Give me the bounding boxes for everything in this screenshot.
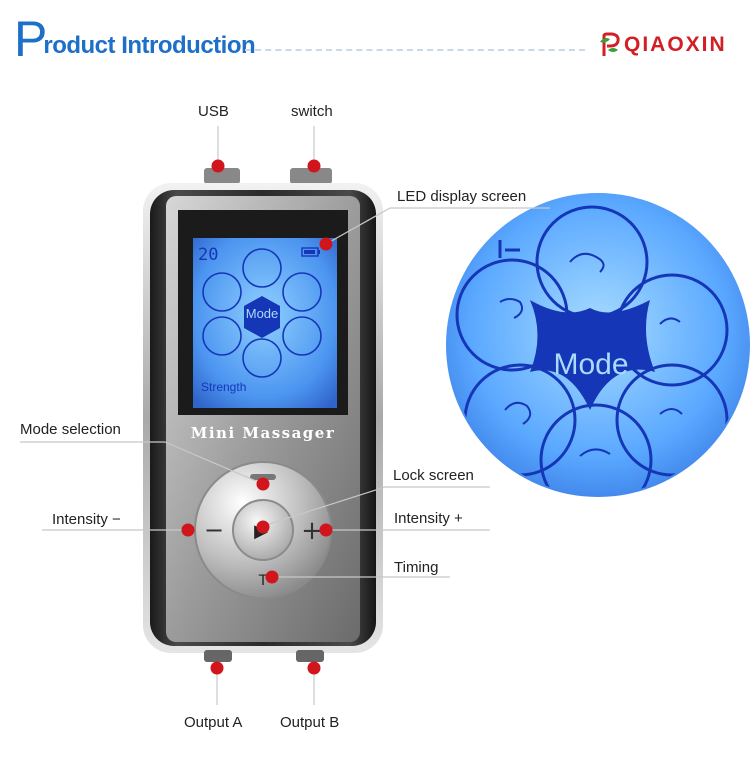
- callout-dot-led: [319, 237, 333, 251]
- led-screen-label: LED display screen: [397, 188, 527, 205]
- output-a-port[interactable]: [204, 650, 232, 662]
- intensity-minus-button[interactable]: −: [204, 516, 224, 544]
- usb-port[interactable]: [204, 168, 240, 184]
- lock-screen-label: Lock screen: [393, 467, 474, 484]
- output-b-label: Output B: [280, 714, 340, 731]
- intensity-minus-label: Intensity −: [52, 511, 121, 528]
- timing-button[interactable]: T: [258, 573, 268, 589]
- switch-label: switch: [291, 103, 333, 120]
- page-title-text: roduct Introduction: [43, 32, 256, 59]
- output-b-port[interactable]: [296, 650, 324, 662]
- brand-name: QIAOXIN: [624, 33, 727, 56]
- lcd-flower-icons: [202, 248, 322, 378]
- callout-dot-intensity-plus: [319, 523, 333, 537]
- mode-selection-button[interactable]: [250, 474, 276, 480]
- lcd-timer: 20: [198, 245, 218, 265]
- callout-dot-intensity-minus: [181, 523, 195, 537]
- page-title: P roduct Introduction: [14, 10, 256, 67]
- callout-dot-output-a: [210, 661, 224, 675]
- intensity-plus-label: Intensity +: [394, 510, 463, 527]
- device-name: Mini Massager: [191, 424, 336, 442]
- zoomed-screen: Mode: [446, 193, 750, 497]
- lcd-mode-hexagon: [244, 296, 280, 338]
- callout-dot-lock-screen: [256, 520, 270, 534]
- callout-dot-timing: [265, 570, 279, 584]
- lcd-mode-text: Mode: [246, 306, 279, 321]
- power-switch[interactable]: [290, 168, 332, 184]
- page-title-initial: P: [14, 11, 47, 67]
- timing-label: Timing: [394, 559, 439, 576]
- intensity-plus-button[interactable]: +: [301, 516, 323, 546]
- title-divider: [245, 49, 585, 51]
- callout-dot-output-b: [307, 661, 321, 675]
- lcd-strength-label: Strength: [201, 380, 246, 394]
- callout-dot-usb: [211, 159, 225, 173]
- output-a-label: Output A: [184, 714, 243, 731]
- zoom-mode-text: Mode: [553, 348, 628, 381]
- mode-selection-label: Mode selection: [20, 421, 121, 438]
- brand-logo: QIAOXIN: [598, 32, 727, 58]
- callout-dot-mode-selection: [256, 477, 270, 491]
- leaf-p-logo-icon: [600, 32, 620, 56]
- callout-dot-switch: [307, 159, 321, 173]
- battery-icon: [301, 247, 320, 257]
- usb-label: USB: [198, 103, 229, 120]
